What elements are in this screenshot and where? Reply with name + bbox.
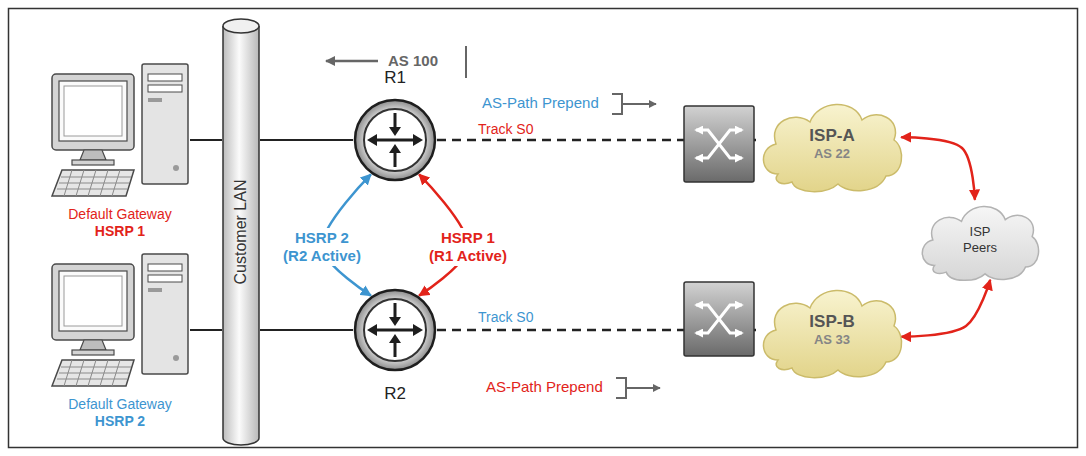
router-symbol [353,98,437,182]
peers-cloud: ISP Peers [916,196,1044,284]
router: R2 [353,288,437,372]
hsrp-label: HSRP 1 (R1 Active) [414,228,522,266]
workstation-illustration-part [148,74,182,81]
gateway-label: Default Gateway [68,396,172,413]
workstation-illustration [50,60,190,200]
workstation-illustration-part [148,264,182,271]
switch-box [684,106,754,182]
switch-symbol [696,305,742,333]
router-name: R2 [384,384,406,404]
workstation-illustration-part [64,276,122,326]
workstation: Default GatewayHSRP 1 [50,60,190,240]
workstation-illustration-part [173,355,179,361]
prepend-label: AS-Path Prepend [482,94,599,111]
hsrp-group-label: HSRP 2 [95,413,145,430]
as-direction-arrow [326,60,378,63]
gateway-label: Default Gateway [68,206,172,223]
isp-name: ISP-B [809,312,854,332]
as-number: AS 33 [814,332,850,348]
link-line [260,139,353,141]
prepend-arrow [622,103,656,105]
lan-cylinder: Customer LAN [222,18,260,446]
workstation-illustration-part [52,74,134,150]
cloud-shape-part [763,104,901,191]
peers-label: ISP Peers [955,224,1005,255]
prepend-arrow [626,387,660,389]
router-symbol-part [374,113,416,167]
hsrp-label: HSRP 2 (R2 Active) [268,228,376,266]
workstation-illustration-part [64,360,120,386]
as-boundary-bar [465,46,467,78]
lan-label: Customer LAN [231,180,250,285]
router-symbol-part [355,100,435,180]
workstation-illustration [50,250,190,390]
workstation-illustration-part [59,81,127,141]
workstation-illustration-part [148,288,162,292]
frame-border [9,9,1078,448]
workstation-illustration-part [72,350,114,355]
link-line [901,137,975,199]
hsrp-group-label: HSRP 1 [95,223,145,240]
workstation-illustration-part [72,160,114,165]
isp-name: ISP-A [809,126,854,146]
workstation-illustration-part [142,64,188,184]
workstation-illustration-part [52,264,134,340]
prepend-bracket [612,94,622,114]
switch-box [684,282,754,356]
router-symbol-part [374,303,416,357]
workstation-illustration-part [173,165,179,171]
router-symbol [353,288,437,372]
cloud-shape-part [763,290,901,377]
router-symbol-part [364,299,426,361]
workstation-illustration-part [64,86,122,136]
switch-symbol [696,130,742,158]
link-line [190,139,222,141]
workstation-illustration-part [52,170,134,196]
router: R1 [353,98,437,182]
as-number: AS 22 [814,146,850,162]
link-line [260,329,353,331]
as-number-label: AS 100 [388,52,438,69]
isp-cloud: ISP-BAS 33 [756,278,908,382]
switch-symbol [696,130,742,158]
track-label: Track S0 [478,309,534,325]
isp-cloud: ISP-AAS 22 [756,92,908,196]
workstation-illustration-part [80,340,106,350]
workstation-illustration-part [52,360,134,386]
router-symbol-part [364,109,426,171]
link-line [190,329,222,331]
workstation-illustration-part [64,170,120,196]
link-line [901,280,990,337]
router-name: R1 [384,68,406,88]
workstation-illustration-part [59,271,127,331]
cloud-shape-part [922,207,1038,281]
lan-cylinder-shape-part [223,19,259,33]
prepend-bracket [616,378,626,398]
router-symbol-part [355,290,435,370]
track-label: Track S0 [478,121,534,137]
lan-cylinder-shape-part [223,26,259,445]
workstation-illustration-part [148,275,182,282]
workstation-illustration-part [142,254,188,374]
workstation-illustration-part [148,85,182,92]
workstation: Default GatewayHSRP 2 [50,250,190,430]
switch-symbol [696,305,742,333]
router-symbol-part [367,317,423,343]
workstation-illustration-part [148,98,162,102]
prepend-label: AS-Path Prepend [486,378,603,395]
router-symbol-part [367,127,423,153]
workstation-illustration-part [80,150,106,160]
